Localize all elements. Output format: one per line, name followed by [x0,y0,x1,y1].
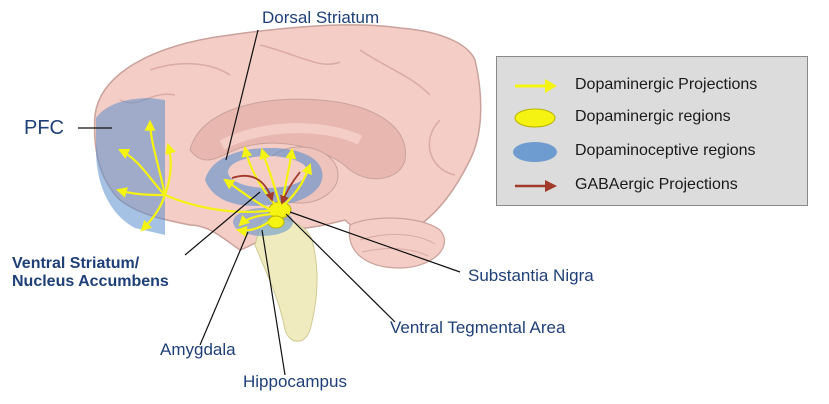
legend-item: Dopaminoceptive regions [497,137,807,167]
legend-item: Dopaminergic regions [497,103,807,133]
legend: Dopaminergic Projections Dopaminergic re… [496,56,808,206]
yellow-arrow-icon [511,75,559,97]
red-arrow-icon [511,175,559,197]
legend-item: Dopaminergic Projections [497,71,807,101]
blue-ellipse-icon [511,141,559,163]
label-nucleus-accumbens: Nucleus Accumbens [12,272,169,292]
brainstem [255,218,317,341]
legend-label: Dopaminergic Projections [575,76,757,94]
label-ventral-striatum: Ventral Striatum/ [12,254,139,274]
label-amygdala: Amygdala [160,340,236,360]
label-substantia-nigra: Substantia Nigra [468,266,594,286]
legend-item: GABAergic Projections [497,171,807,201]
legend-label: GABAergic Projections [575,176,738,194]
legend-label: Dopaminoceptive regions [575,142,756,160]
legend-label: Dopaminergic regions [575,108,731,126]
yellow-ellipse-icon [511,107,559,129]
label-dorsal-striatum: Dorsal Striatum [262,8,379,28]
cerebellum [349,218,444,268]
label-pfc: PFC [24,118,64,138]
label-hippocampus: Hippocampus [243,372,347,392]
label-vta: Ventral Tegmental Area [390,318,565,338]
